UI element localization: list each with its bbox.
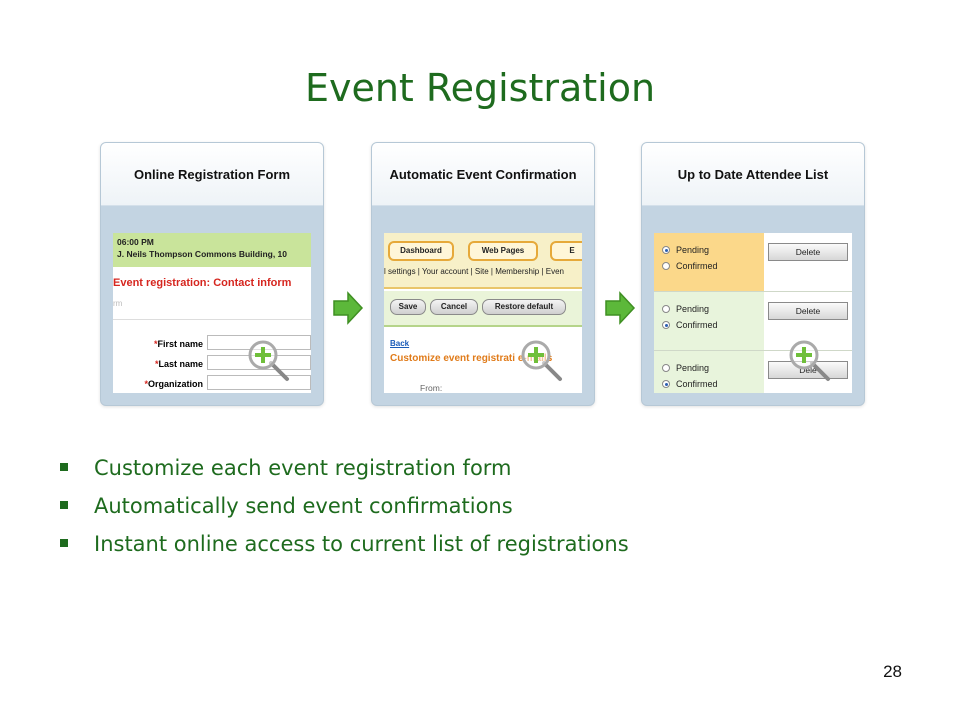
attendee-row: Pending Confirmed Delete — [654, 292, 852, 351]
cancel-button[interactable]: Cancel — [430, 299, 478, 315]
zoom-magnifier-icon[interactable] — [520, 339, 564, 383]
confirmed-option[interactable]: Confirmed — [662, 261, 718, 271]
arrow-right-icon — [333, 291, 364, 325]
event-time: 06:00 PM — [117, 237, 154, 247]
form-faint-text: rm — [113, 299, 123, 308]
option-label: Pending — [676, 304, 710, 314]
delete-button[interactable]: Delete — [768, 243, 848, 261]
save-button[interactable]: Save — [390, 299, 426, 315]
panel-heading: Up to Date Attendee List — [642, 143, 864, 206]
attendee-list-screenshot: Pending Confirmed Delete Pending Confirm… — [654, 233, 852, 393]
option-label: Confirmed — [676, 320, 718, 330]
radio-icon[interactable] — [662, 364, 670, 372]
bullet-square-icon — [60, 539, 68, 547]
radio-selected-icon[interactable] — [662, 321, 670, 329]
field-label: Last name — [158, 359, 203, 369]
option-label: Pending — [676, 245, 710, 255]
form-heading: Event registration: Contact inform — [113, 277, 292, 289]
confirmed-option[interactable]: Confirmed — [662, 320, 718, 330]
radio-selected-icon[interactable] — [662, 380, 670, 388]
tab-dashboard[interactable]: Dashboard — [388, 241, 454, 261]
panel-heading: Online Registration Form — [101, 143, 323, 206]
radio-icon[interactable] — [662, 262, 670, 270]
list-item: Instant online access to current list of… — [60, 532, 629, 570]
list-item: Automatically send event confirmations — [60, 494, 629, 532]
customize-heading: Customize event registrati e-mails — [390, 353, 553, 364]
radio-selected-icon[interactable] — [662, 246, 670, 254]
event-location: J. Neils Thompson Commons Building, 10 — [117, 249, 288, 259]
bullet-text: Customize each event registration form — [94, 456, 512, 480]
bullet-square-icon — [60, 501, 68, 509]
event-info-bar: 06:00 PM J. Neils Thompson Commons Build… — [113, 233, 311, 267]
panel-online-registration-form: Online Registration Form 06:00 PM J. Nei… — [100, 142, 324, 406]
field-label: First name — [157, 339, 203, 349]
field-label: Organization — [147, 379, 203, 389]
arrow-right-icon — [605, 291, 636, 325]
feature-list: Customize each event registration form A… — [60, 456, 629, 570]
page-number: 28 — [883, 662, 902, 681]
list-item: Customize each event registration form — [60, 456, 629, 494]
bullet-text: Automatically send event confirmations — [94, 494, 513, 518]
organization-input[interactable] — [207, 375, 311, 390]
panel-attendee-list: Up to Date Attendee List Pending Confirm… — [641, 142, 865, 406]
panel-automatic-event-confirmation: Automatic Event Confirmation Dashboard W… — [371, 142, 595, 406]
action-button-bar: Save Cancel Restore default — [384, 291, 582, 327]
pending-option[interactable]: Pending — [662, 304, 710, 314]
top-menu-bar: Dashboard Web Pages E l settings | Your … — [384, 233, 582, 289]
tab-web-pages[interactable]: Web Pages — [468, 241, 538, 261]
slide-title: Event Registration — [304, 66, 656, 110]
attendee-row: Pending Confirmed Delete — [654, 233, 852, 292]
confirmed-option[interactable]: Confirmed — [662, 379, 718, 389]
pending-option[interactable]: Pending — [662, 245, 710, 255]
radio-icon[interactable] — [662, 305, 670, 313]
tab-events[interactable]: E — [550, 241, 582, 261]
restore-default-button[interactable]: Restore default — [482, 299, 566, 315]
back-link[interactable]: Back — [390, 339, 410, 348]
option-label: Confirmed — [676, 379, 718, 389]
zoom-magnifier-icon[interactable] — [247, 339, 291, 383]
bullet-text: Instant online access to current list of… — [94, 532, 629, 556]
registration-form-screenshot: 06:00 PM J. Neils Thompson Commons Build… — [113, 233, 311, 393]
pending-option[interactable]: Pending — [662, 363, 710, 373]
nav-links[interactable]: l settings | Your account | Site | Membe… — [384, 267, 564, 276]
delete-button[interactable]: Delete — [768, 302, 848, 320]
panel-heading: Automatic Event Confirmation — [372, 143, 594, 206]
option-label: Pending — [676, 363, 710, 373]
from-label: From: — [420, 383, 443, 393]
option-label: Confirmed — [676, 261, 718, 271]
zoom-magnifier-icon[interactable] — [788, 339, 832, 383]
bullet-square-icon — [60, 463, 68, 471]
field-row-organization: *Organization — [113, 375, 311, 393]
